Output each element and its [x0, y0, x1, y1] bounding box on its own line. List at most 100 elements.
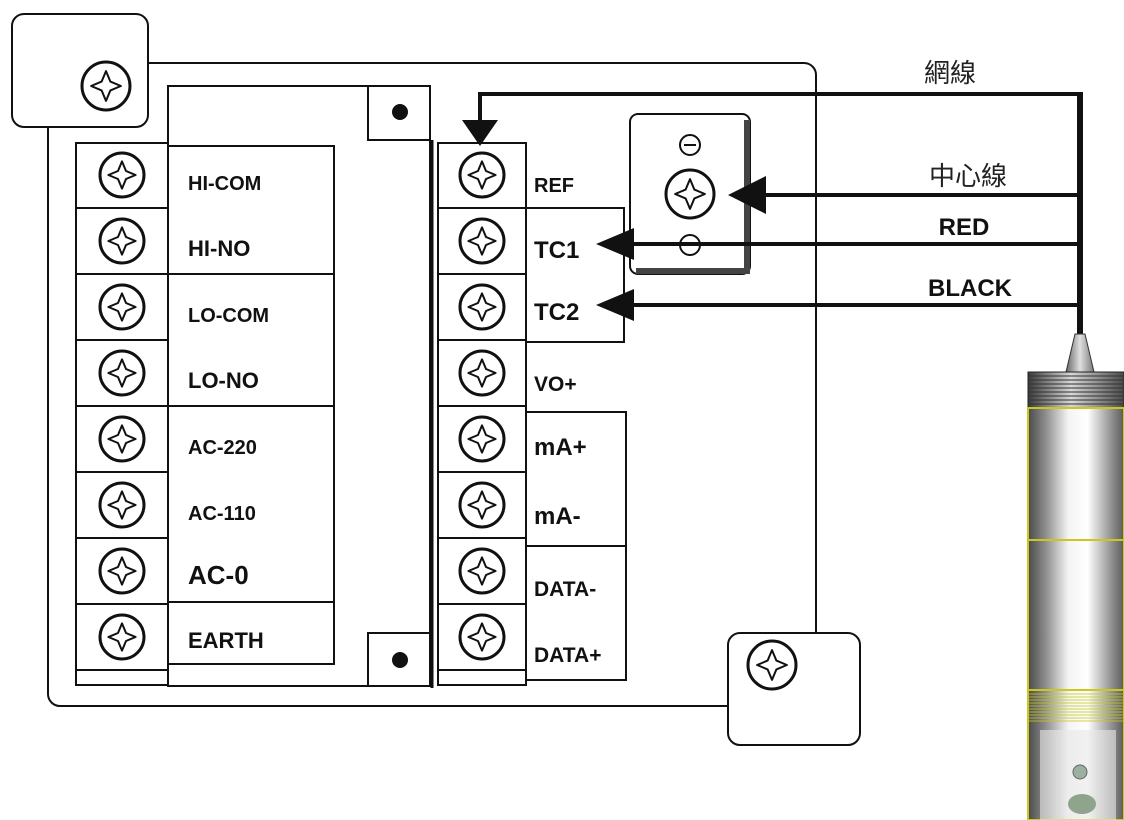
arrowheads [462, 120, 766, 321]
right-screw-7-cross [467, 556, 497, 586]
tab-screw-top-left [80, 60, 132, 112]
right-terminal-label: VO+ [534, 373, 577, 396]
left-screw-8 [98, 613, 146, 661]
left-screw-4-cross [107, 358, 137, 388]
plate-mount-top-hole [392, 104, 408, 120]
left-terminal-labels: HI-COM HI-NO LO-COM LO-NO AC-220AC-110AC-0EA… [188, 173, 269, 653]
right-screw-2 [458, 217, 506, 265]
left-terminal-label: LO-COM [188, 305, 269, 327]
enclosure-outline [47, 62, 817, 707]
left-screw-5-cross [107, 424, 137, 454]
left-terminal-label: HI-COM [188, 173, 261, 195]
wiring [478, 92, 1083, 334]
right-screw-7 [458, 547, 506, 595]
right-screw-1-head [458, 151, 506, 199]
left-screw-4 [98, 349, 146, 397]
right-screw-8-head [458, 613, 506, 661]
right-terminal-label: DATA- [534, 578, 596, 601]
tab-screw-bottom-right-cross [756, 649, 788, 681]
right-terminal-label: TC1 [534, 237, 579, 264]
right-screw-6-head [458, 481, 506, 529]
right-screw-6-cross [467, 490, 497, 520]
mesh-wire-label: 網線 [924, 59, 976, 89]
right-screw-3-head [458, 283, 506, 331]
right-screw-3 [458, 283, 506, 331]
bnc-arrowhead [728, 176, 766, 214]
left-screw-7 [98, 547, 146, 595]
right-screw-5-cross [467, 424, 497, 454]
mesh-wire [478, 92, 1080, 124]
right-screw-5-head [458, 415, 506, 463]
black-wire-label: BLACK [928, 275, 1013, 302]
left-terminal-label: AC-220 [188, 437, 257, 459]
right-screw-3-cross [467, 292, 497, 322]
right-screw-2-head [458, 217, 506, 265]
red-wire-label: RED [939, 214, 990, 241]
tab-screw-group [80, 60, 798, 691]
right-group-ma [525, 411, 627, 547]
bnc-screw [664, 168, 716, 220]
left-terminal-label: AC-110 [188, 503, 256, 525]
tc1-arrowhead [596, 228, 634, 260]
right-group-tc [525, 207, 625, 343]
tab-screw-bottom-right [746, 639, 798, 691]
left-screw-6 [98, 481, 146, 529]
ref-arrowhead [462, 120, 498, 146]
left-screw-5-head [98, 415, 146, 463]
center-wire-label: 中心線 [929, 162, 1007, 192]
bnc-center-screw [664, 168, 716, 220]
bnc-screw-cross [674, 178, 706, 210]
left-screw-5 [98, 415, 146, 463]
probe-thread-lines [1028, 375, 1124, 405]
left-screw-3-head [98, 283, 146, 331]
right-terminal-label: REF [534, 175, 574, 197]
left-screw-6-head [98, 481, 146, 529]
left-screw-1-cross [107, 160, 137, 190]
left-screw-group [76, 151, 168, 671]
probe-cable-tip [1065, 333, 1095, 373]
probe-junction [1072, 764, 1088, 780]
mounting-tab-bottom-right [727, 632, 861, 746]
left-group-ac [167, 405, 335, 603]
right-screw-8-cross [467, 622, 497, 652]
left-screw-7-head [98, 547, 146, 595]
right-group-data [525, 545, 627, 681]
right-terminal-label: TC2 [534, 299, 579, 326]
left-screw-6-cross [107, 490, 137, 520]
mounting-tab-top-left [11, 13, 149, 128]
probe-sensor [1068, 794, 1096, 814]
right-terminal-label: mA+ [534, 434, 587, 461]
left-terminal-label: EARTH [188, 628, 264, 653]
left-terminal-label: HI-NO [188, 236, 250, 261]
right-screw-1-cross [467, 160, 497, 190]
tab-screw-top-left-cross [90, 70, 122, 102]
right-screw-5 [458, 415, 506, 463]
right-screw-6 [458, 481, 506, 529]
right-screw-2-cross [467, 226, 497, 256]
left-terminal-label: LO-NO [188, 368, 259, 393]
right-screw-4 [458, 349, 506, 397]
left-screw-2-head [98, 217, 146, 265]
bnc-plate-shadow-bottom [636, 268, 750, 274]
probe-thread [1027, 371, 1124, 409]
bnc-screw-head [664, 168, 716, 220]
left-screw-3 [98, 283, 146, 331]
tab-screw-bottom-right-head [746, 639, 798, 691]
right-terminal-label: mA- [534, 503, 581, 530]
probe-ring-lines [1028, 693, 1124, 722]
left-screw-1-head [98, 151, 146, 199]
right-screw-group [438, 151, 526, 671]
plate-mount-bottom-hole [392, 652, 408, 668]
left-screw-3-cross [107, 292, 137, 322]
left-screw-1 [98, 151, 146, 199]
left-terminal-label: AC-0 [188, 560, 249, 590]
electrode-probe [1027, 333, 1124, 820]
left-screw-7-cross [107, 556, 137, 586]
left-screw-4-head [98, 349, 146, 397]
left-screw-8-head [98, 613, 146, 661]
right-screw-1 [458, 151, 506, 199]
left-screw-8-cross [107, 622, 137, 652]
